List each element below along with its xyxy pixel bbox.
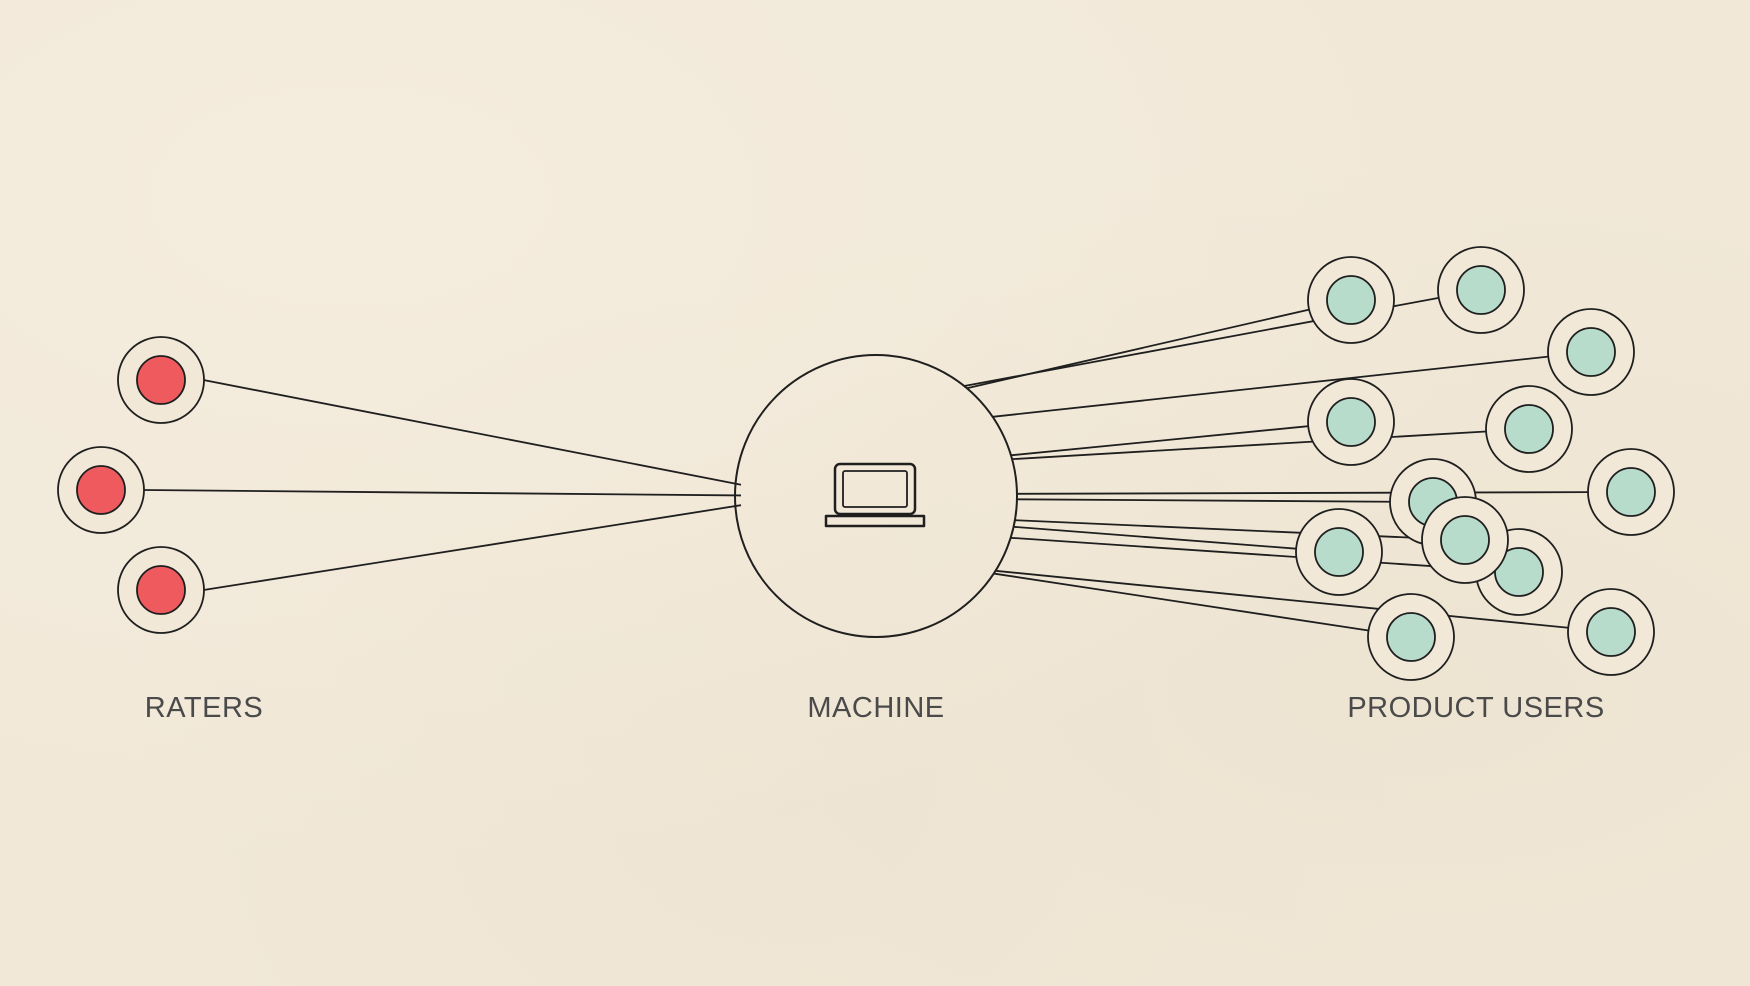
user-edge-8 (1013, 525, 1297, 550)
rater-node-2 (57, 446, 145, 534)
user-node-3 (1547, 308, 1635, 396)
user-edge-11 (995, 569, 1569, 629)
user-node-10 (1367, 593, 1455, 681)
user-edge-7 (1016, 491, 1589, 495)
rater-edge-1 (203, 379, 742, 486)
rater-edge-3 (203, 504, 742, 591)
user-edge-4 (1010, 425, 1309, 457)
user-edge-5 (1012, 430, 1487, 461)
user-node-5 (1485, 385, 1573, 473)
user-node-4 (1307, 378, 1395, 466)
user-edge-10 (993, 572, 1369, 632)
user-node-2 (1437, 246, 1525, 334)
user-node-11 (1567, 588, 1655, 676)
laptop-icon (824, 462, 926, 528)
user-node-1 (1307, 256, 1395, 344)
rater-node-1 (117, 336, 205, 424)
machine-node (734, 354, 1018, 638)
user-node-8 (1295, 508, 1383, 596)
user-node-12 (1421, 496, 1509, 584)
product-users-group (1295, 246, 1675, 681)
user-edge-9 (1010, 536, 1477, 571)
raters-group (57, 336, 205, 634)
raters-label: RATERS (144, 692, 264, 724)
product-users-label: PRODUCT USERS (1347, 692, 1605, 724)
rater-edge-2 (143, 489, 742, 497)
user-node-7 (1587, 448, 1675, 536)
user-edge-3 (992, 355, 1549, 418)
rater-node-3 (117, 546, 205, 634)
machine-label: MACHINE (807, 692, 945, 724)
connection-lines (143, 296, 1589, 632)
user-edge-6 (1016, 498, 1391, 503)
machine-circle (734, 354, 1018, 638)
